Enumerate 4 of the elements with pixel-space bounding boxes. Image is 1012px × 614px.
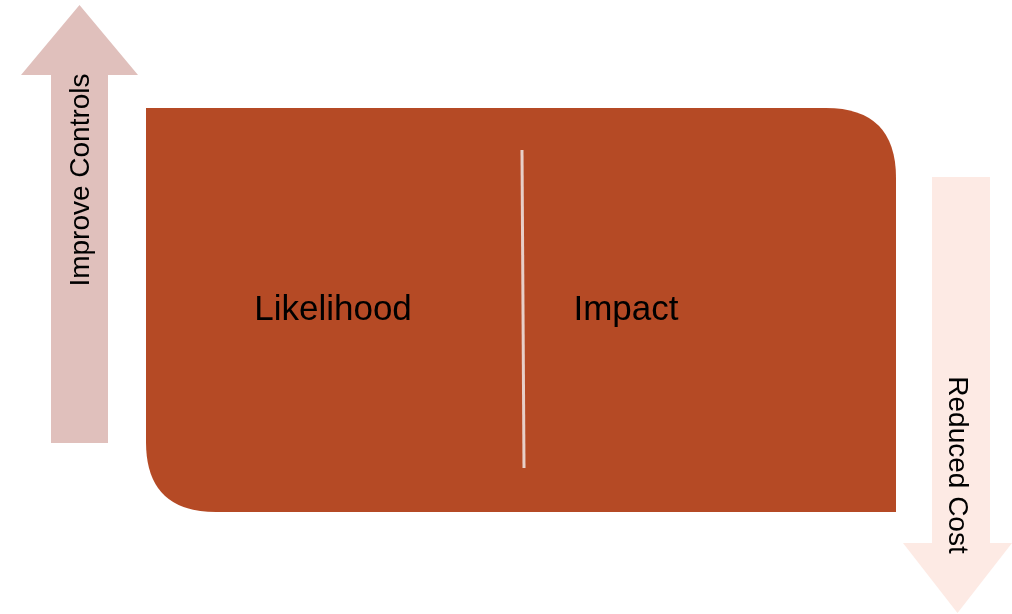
panel-label: Likelihood xyxy=(254,288,412,328)
arrow-label: Improve Controls xyxy=(63,73,96,287)
arrow-label: Reduced Cost xyxy=(941,376,974,554)
panel-label: Impact xyxy=(573,288,679,328)
